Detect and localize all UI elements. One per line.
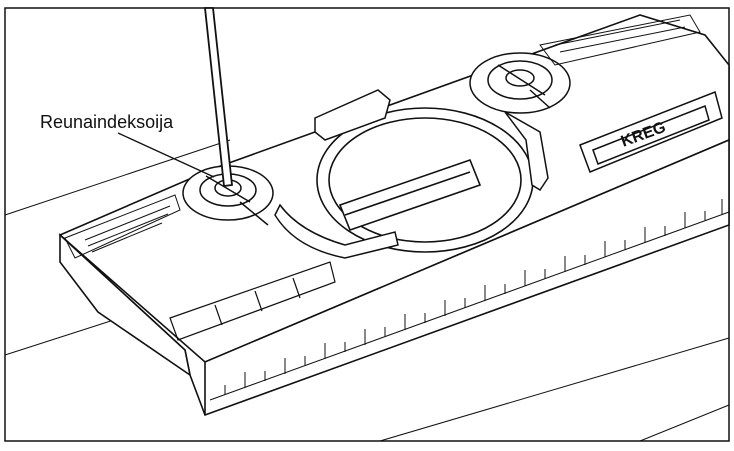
edge-indexer-callout: Reunaindeksoija [40,112,174,132]
warning-label-right [539,14,701,66]
workpiece-board [4,139,730,442]
edge-indexer-right [469,52,571,114]
warning-label-left [64,194,181,259]
callout-leader-line [117,132,215,178]
clamp-pads [274,89,549,259]
measuring-scale [209,199,730,401]
setting-chart-label [169,261,336,341]
edge-indexer-left [182,165,274,226]
center-chamber [316,107,534,253]
logo-badge [579,90,723,173]
drill-bit [203,7,233,188]
